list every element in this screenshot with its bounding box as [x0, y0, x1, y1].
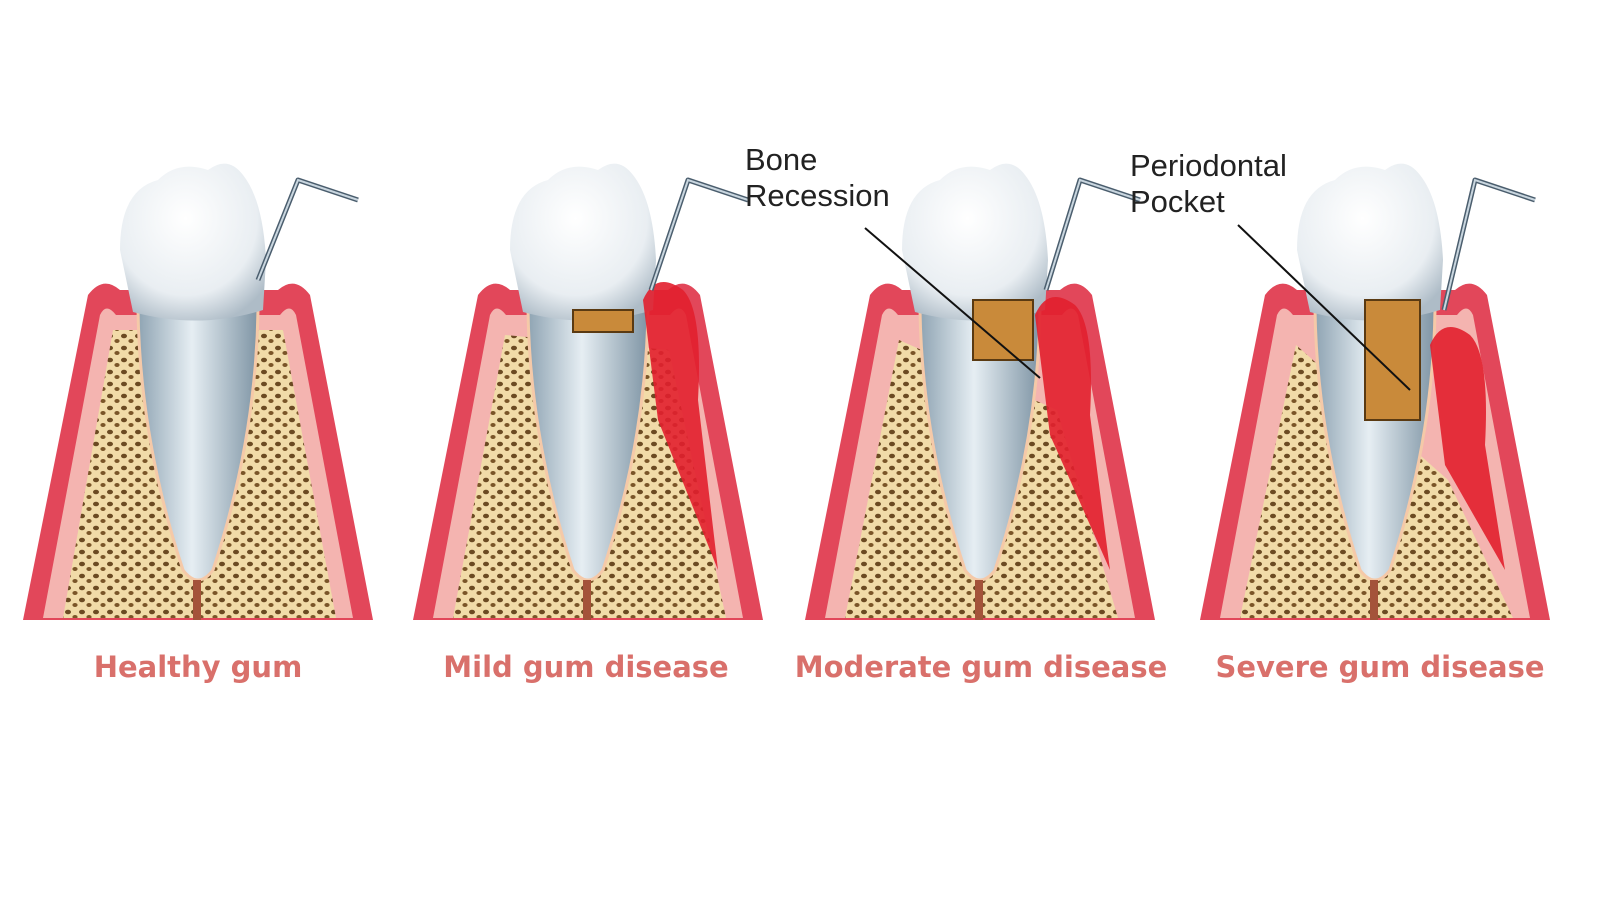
inflamed-gum — [1430, 327, 1505, 570]
tooth-root — [526, 308, 650, 582]
tooth-diagram-moderate — [790, 140, 1170, 640]
callout-periodontal-pocket: Periodontal Pocket — [1130, 148, 1287, 219]
tartar-deposit — [572, 309, 634, 333]
tooth-crown — [1297, 163, 1443, 321]
periodontal-probe — [1043, 177, 1141, 291]
inflamed-gum — [643, 282, 718, 570]
tooth-diagram-mild — [398, 140, 778, 640]
stage-label-healthy: Healthy gum — [93, 650, 303, 684]
tooth-diagram-healthy — [8, 140, 388, 640]
tooth-crown — [510, 163, 656, 321]
tooth-root — [136, 308, 260, 582]
tooth-crown — [902, 163, 1048, 321]
tartar-deposit — [1364, 299, 1421, 421]
inflamed-gum — [1035, 297, 1110, 570]
stage-label-severe: Severe gum disease — [1215, 650, 1545, 684]
callout-bone-recession: Bone Recession — [745, 142, 890, 213]
periodontal-probe — [648, 177, 749, 291]
stage-label-moderate: Moderate gum disease — [794, 650, 1168, 684]
stage-label-mild: Mild gum disease — [443, 650, 729, 684]
tartar-deposit — [972, 299, 1034, 361]
tooth-crown — [120, 163, 266, 321]
